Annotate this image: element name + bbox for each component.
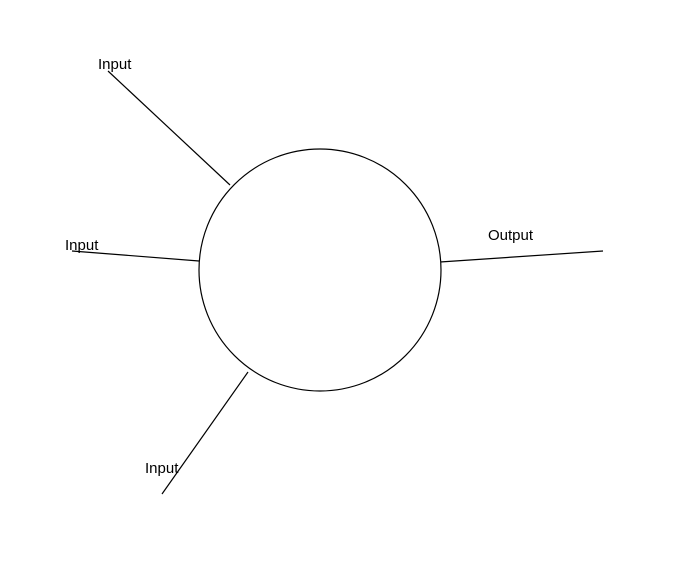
output-line bbox=[439, 250, 604, 263]
input-label-middle: Input bbox=[65, 237, 99, 254]
input-top-line bbox=[107, 70, 231, 186]
output-label: Output bbox=[488, 227, 534, 244]
neuron-node bbox=[198, 148, 442, 392]
input-label-bottom: Input bbox=[145, 460, 179, 477]
input-bottom-line bbox=[161, 371, 249, 495]
input-middle-line bbox=[71, 250, 200, 262]
input-label-top: Input bbox=[98, 56, 132, 73]
